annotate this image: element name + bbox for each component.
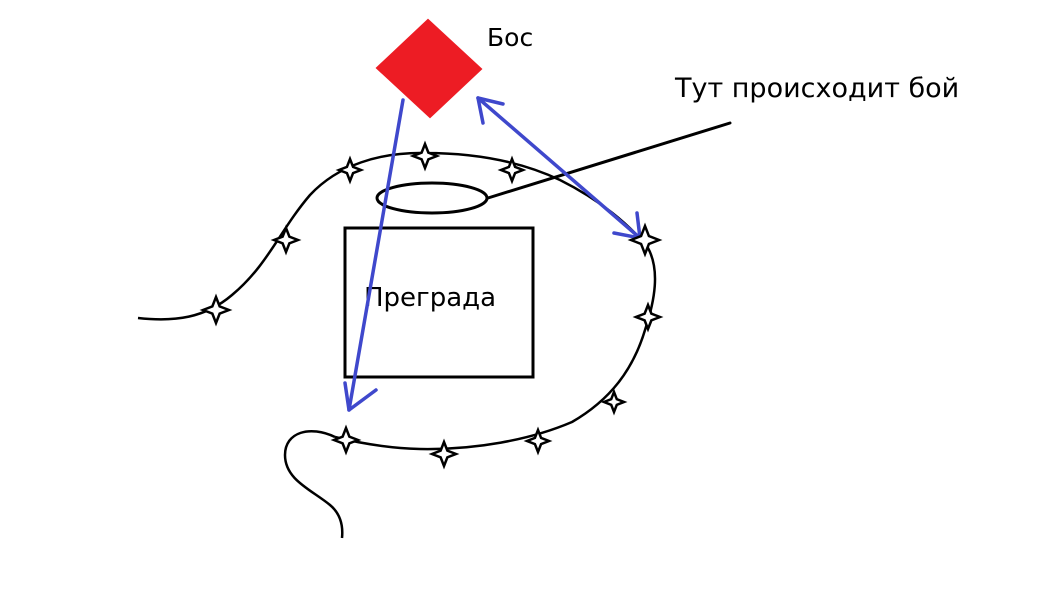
path-lower-hook — [283, 429, 344, 539]
waypoint-star-icon — [600, 388, 628, 416]
waypoint-star-icon — [428, 438, 460, 470]
waypoint-star-icon — [330, 424, 362, 456]
waypoint-star-icon — [497, 155, 527, 185]
waypoint-star-icon — [199, 293, 233, 327]
arrow-down-head-icon — [343, 381, 378, 412]
waypoint-stars — [199, 140, 664, 470]
boss-diamond-icon — [375, 18, 483, 119]
fight-zone-ellipse — [375, 181, 489, 215]
battle-pointer-line — [486, 121, 732, 200]
boss-label: Бос — [487, 23, 533, 52]
arrow-diagonal-line — [476, 96, 642, 240]
arrow-down-line — [347, 98, 405, 412]
waypoint-star-icon — [627, 222, 663, 258]
obstacle-label: Преграда — [364, 283, 496, 313]
waypoint-star-icon — [335, 155, 365, 185]
arrow-diagonal-head-top-icon — [476, 96, 505, 125]
obstacle-box — [343, 226, 535, 379]
battle-label: Тут происходит бой — [674, 73, 959, 104]
waypoint-star-icon — [632, 301, 664, 333]
waypoint-star-icon — [270, 224, 302, 256]
waypoint-star-icon — [523, 426, 553, 456]
waypoint-star-icon — [409, 140, 441, 172]
